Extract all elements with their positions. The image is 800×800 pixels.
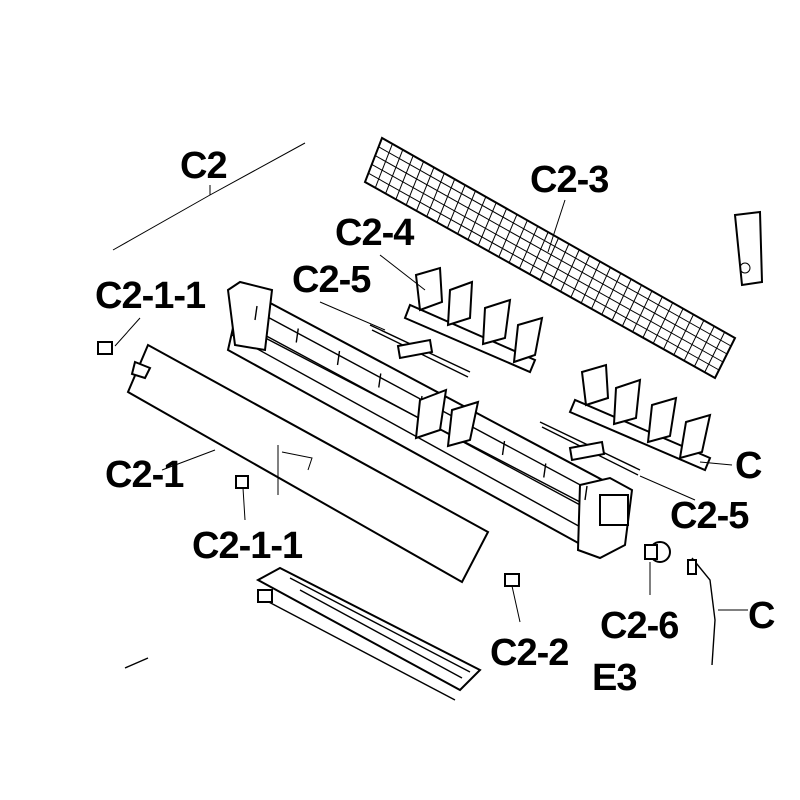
- filter-grid-c2-3: [363, 136, 737, 380]
- label-c2-6: C2-6: [600, 605, 678, 647]
- label-c2: C2: [180, 145, 227, 187]
- grid-line: [518, 226, 539, 269]
- grid-line: [405, 161, 424, 206]
- frame-tick: [295, 328, 299, 343]
- grid-line: [621, 284, 643, 327]
- bushing-c2-2: [504, 573, 520, 587]
- corner-fragment-bottom-left: [124, 657, 149, 669]
- label-c2-1-1-bottom: C2-1-1: [192, 525, 303, 567]
- frame-tick: [254, 305, 258, 321]
- label-c2-4: C2-4: [335, 212, 414, 254]
- screw-c2-1-1-top: [97, 341, 113, 355]
- grid-line: [549, 243, 570, 286]
- label-e-partial-bottom: E3: [592, 657, 636, 699]
- label-c2-3: C2-3: [530, 159, 608, 201]
- grid-line: [371, 163, 724, 363]
- grid-line: [457, 190, 476, 235]
- grid-line: [704, 331, 726, 373]
- motor-c2-6: [644, 541, 671, 563]
- grid-line: [632, 290, 653, 333]
- grid-line: [378, 146, 732, 347]
- grid-line: [560, 249, 580, 292]
- louvre-assembly-lower: [568, 363, 712, 472]
- grid-line: [374, 143, 393, 188]
- grid-line: [395, 155, 414, 200]
- grid-line: [529, 231, 549, 275]
- frame-tick: [378, 373, 382, 388]
- grid-line: [368, 172, 720, 371]
- label-c-partial-bottom-right: C: [748, 595, 775, 637]
- label-c2-5-right: C2-5: [670, 495, 749, 537]
- grid-line: [385, 149, 404, 194]
- screw-c2-1-1-bottom: [235, 475, 249, 489]
- grid-line: [498, 214, 518, 258]
- grid-line: [488, 208, 508, 252]
- c2-group-bracket: [112, 142, 306, 251]
- grid-line: [539, 237, 559, 281]
- grid-line: [426, 173, 445, 217]
- grid-line: [416, 167, 435, 212]
- link-rod-lower: [539, 421, 641, 476]
- label-c2-2: C2-2: [490, 632, 568, 674]
- frame-tick: [543, 463, 547, 478]
- grid-line: [467, 196, 487, 240]
- grid-line: [477, 202, 497, 246]
- grid-line: [580, 261, 601, 304]
- label-c2-1-1-top: C2-1-1: [95, 275, 206, 317]
- grid-line: [374, 155, 728, 355]
- grid-line: [693, 326, 715, 367]
- grid-line: [570, 255, 591, 298]
- grid-line: [446, 184, 466, 229]
- label-c2-1: C2-1: [105, 454, 184, 496]
- frame-tick: [336, 350, 341, 366]
- label-c-partial-right: C: [735, 445, 762, 487]
- wire-harness: [687, 557, 716, 666]
- fragment-top-right: [733, 210, 764, 287]
- grid-line: [508, 220, 528, 263]
- grid-line: [663, 308, 684, 350]
- lower-panel: [255, 566, 482, 701]
- grid-line: [673, 314, 694, 356]
- frame-tick: [584, 485, 588, 501]
- grid-line: [601, 273, 622, 315]
- flap-c2-1: [126, 343, 490, 584]
- louvre-assembly-upper: [403, 266, 544, 374]
- grid-line: [642, 296, 663, 338]
- grid-line: [591, 267, 611, 310]
- grid-line: [652, 302, 674, 344]
- label-c2-5-top: C2-5: [292, 259, 371, 301]
- frame-tick: [501, 440, 506, 456]
- link-rod-upper: [369, 324, 471, 378]
- leader-lines: [114, 199, 748, 623]
- louvre-assembly-middle: [414, 388, 480, 448]
- grid-line: [683, 320, 705, 361]
- grid-line: [436, 178, 456, 223]
- grid-line: [611, 278, 632, 321]
